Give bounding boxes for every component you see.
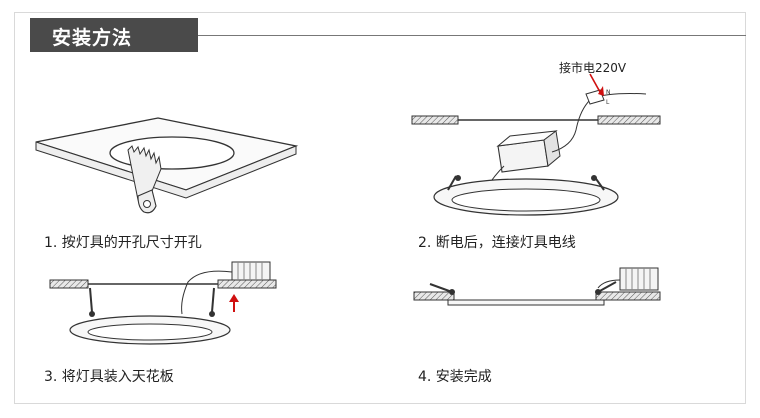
ceiling-right [595,291,661,301]
spring-right [211,287,215,313]
section-header-tab: 安装方法 [30,18,198,52]
wire [597,279,621,289]
mains-label: 接市电220V [559,61,627,75]
mains-arrow-head [598,86,604,96]
content-frame [14,12,746,404]
spring-right [597,281,617,293]
spring-left-hinge [89,311,95,317]
spring-right-hinge [595,289,601,295]
wire-mark-l: L [606,99,610,106]
light-inner [87,323,213,341]
step1-caption: 1. 按灯具的开孔尺寸开孔 [44,235,202,251]
step3-insert-illustration [49,261,277,345]
light-inner [451,188,601,212]
section-title: 安装方法 [52,27,133,49]
driver-box-side [543,130,561,167]
spring-left [447,175,457,191]
step3-caption: 3. 将灯具装入天花板 [44,369,174,385]
ceiling-left [49,279,89,289]
mains-arrow [589,73,601,93]
step2-caption: 2. 断电后，连接灯具电线 [418,235,576,251]
spring-left [89,287,93,313]
up-arrow-head [229,294,239,302]
wire [181,270,233,315]
spring-left-hinge [455,175,461,181]
step4-installed-illustration [413,267,661,306]
driver-box [619,267,659,291]
handle-pivot [143,200,151,208]
driver-ribs [625,268,651,290]
step4-caption: 4. 安装完成 [418,369,492,385]
ceiling-left [413,291,455,301]
light-face [447,299,605,306]
driver-ribs [237,262,263,280]
spring-left [429,283,453,293]
header-divider [198,35,746,36]
driver-box [231,261,271,281]
spring-right-hinge [591,175,597,181]
wire-mark-n: N [606,89,611,96]
ceiling-panel-edge [35,141,297,199]
driver-to-mains-wire [551,99,591,153]
step2-wiring-illustration [411,73,661,216]
ceiling-right [217,279,277,289]
spring-left-hinge [449,289,455,295]
spring-right-hinge [209,311,215,317]
ceiling-right [597,115,661,125]
ceiling-left [411,115,459,125]
hole-saw-blade [127,145,162,201]
step1-hole-saw-illustration [35,117,299,214]
